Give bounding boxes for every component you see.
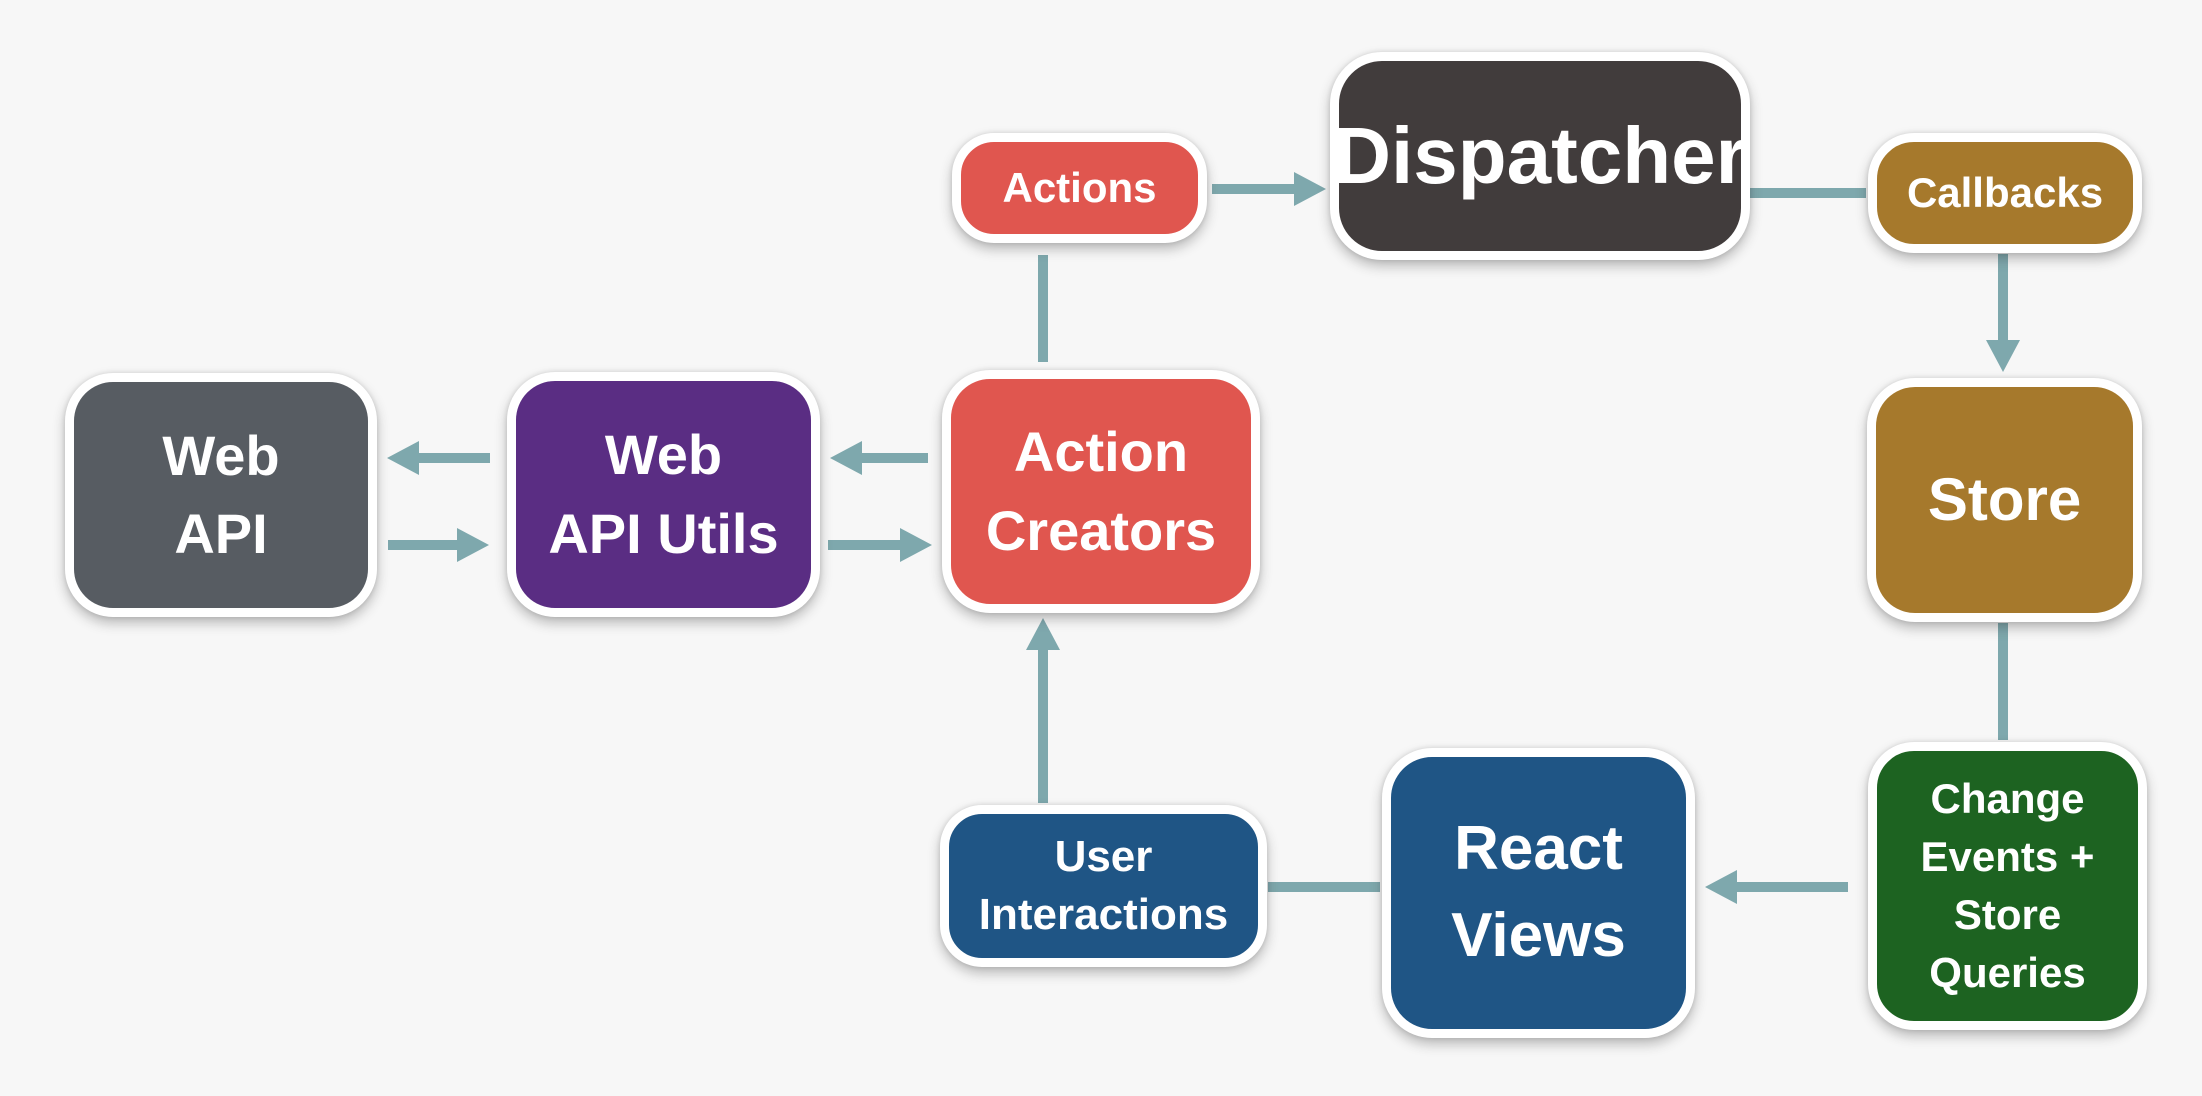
node-store-label: Store bbox=[1927, 466, 2082, 533]
node-action-creators: Action Creators bbox=[942, 370, 1260, 613]
arrowhead-actions-to-dispatcher bbox=[1294, 172, 1326, 206]
arrowhead-callbacks-to-store bbox=[1986, 340, 2020, 372]
node-web-api: Web API bbox=[65, 373, 377, 617]
node-dispatcher: Dispatcher bbox=[1330, 52, 1750, 260]
arrowhead-web_api_utils-to-action_creators bbox=[900, 528, 932, 562]
node-dispatcher-label: Dispatcher bbox=[1333, 111, 1747, 200]
node-actions: Actions bbox=[952, 133, 1207, 243]
node-web-api-utils-label: Web API Utils bbox=[548, 423, 779, 565]
node-action-creators-label: Action Creators bbox=[985, 420, 1217, 562]
node-store: Store bbox=[1867, 378, 2142, 622]
node-user-interactions: User Interactions bbox=[940, 805, 1267, 967]
node-web-api-utils: Web API Utils bbox=[507, 372, 820, 617]
node-callbacks-label: Callbacks bbox=[1906, 168, 2104, 216]
node-web-api-label: Web API bbox=[162, 423, 280, 565]
arrowhead-action_creators-to-web_api_utils bbox=[830, 441, 862, 475]
node-change-events-store-queries-label: Change Events + Store Queries bbox=[1920, 775, 2095, 996]
node-react-views: React Views bbox=[1382, 748, 1695, 1038]
node-user-interactions-label: User Interactions bbox=[978, 831, 1229, 939]
node-change-events-store-queries: Change Events + Store Queries bbox=[1868, 742, 2147, 1030]
node-react-views-label: React Views bbox=[1451, 814, 1626, 970]
arrowhead-change_events-to-react_views bbox=[1705, 870, 1737, 904]
arrowhead-user_interactions-to-action_creators bbox=[1026, 618, 1060, 650]
arrowhead-web_api-to-web_api_utils bbox=[457, 528, 489, 562]
arrowhead-web_api_utils-to-web_api bbox=[387, 441, 419, 475]
node-actions-label: Actions bbox=[1002, 163, 1157, 211]
node-callbacks: Callbacks bbox=[1868, 133, 2142, 253]
